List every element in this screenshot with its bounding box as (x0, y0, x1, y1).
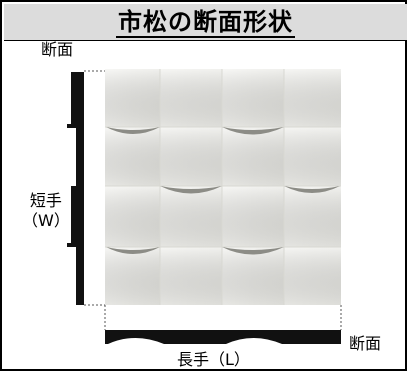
long-side-profile (105, 330, 341, 344)
profile-segment (76, 247, 84, 305)
profile-recess (108, 338, 164, 344)
cross-section-label-top: 断面 (41, 40, 74, 59)
profile-segment (76, 128, 84, 186)
crescent-shadow (106, 127, 160, 134)
crescent-shadow (160, 186, 222, 194)
panel-row (105, 186, 341, 247)
crescent-shadow (222, 127, 284, 135)
profile-bar (105, 330, 341, 344)
short-side-text: 短手 (29, 191, 62, 210)
profile-segment (71, 72, 84, 128)
page-title: 市松の断面形状 (4, 7, 407, 38)
short-side-label: 短手 （W） (22, 192, 70, 230)
short-side-sub: （W） (22, 211, 70, 230)
cross-section-label-right: 断面 (349, 334, 382, 353)
panel-row (105, 69, 341, 127)
header-bar: 市松の断面形状 (4, 4, 407, 41)
checker-panel (105, 69, 341, 305)
crescent-shadow (106, 247, 160, 254)
panel-row (105, 127, 341, 186)
profile-step (67, 124, 84, 128)
crescent-shadow (284, 186, 340, 193)
short-side-profile (67, 72, 84, 305)
profile-recess (226, 338, 282, 344)
panel-row (105, 247, 341, 305)
long-side-label: 長手（L） (177, 350, 250, 369)
profile-segment (71, 186, 84, 247)
profile-step (67, 243, 84, 247)
crescent-shadow (222, 247, 284, 255)
title-text: 市松の断面形状 (116, 8, 295, 38)
